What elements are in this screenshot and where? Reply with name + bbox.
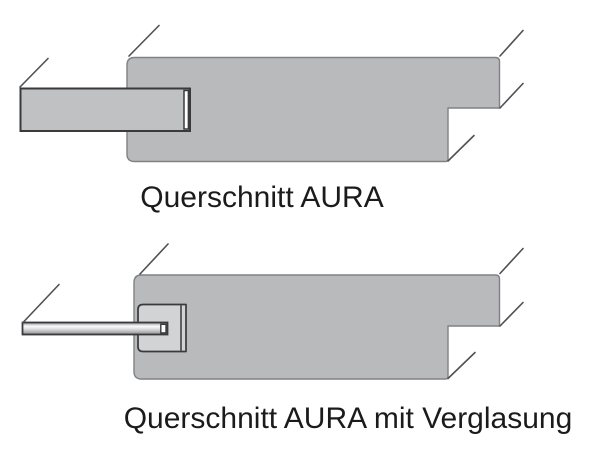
glass-pane-end-cap xyxy=(160,323,167,334)
caption-querschnitt-aura: Querschnitt AURA xyxy=(140,181,384,214)
break-line xyxy=(19,57,49,88)
door-leaf-shape xyxy=(19,87,191,132)
break-line xyxy=(499,301,524,327)
break-line xyxy=(22,283,60,324)
break-line xyxy=(447,134,475,162)
frame-profile-shape xyxy=(126,56,501,163)
break-line xyxy=(499,247,524,275)
glass-pane-shape xyxy=(21,321,169,336)
break-line xyxy=(447,351,476,380)
break-line xyxy=(499,29,524,57)
break-line xyxy=(139,243,169,275)
diagram-aura-verglasung xyxy=(21,243,524,380)
door-leaf-edge-gap xyxy=(183,89,190,130)
break-line xyxy=(128,24,160,57)
frame-profile-shape xyxy=(133,274,501,380)
caption-querschnitt-aura-mit-verglasung: Querschnitt AURA mit Verglasung xyxy=(123,402,573,435)
break-line xyxy=(499,82,524,109)
diagram-aura xyxy=(19,24,524,163)
